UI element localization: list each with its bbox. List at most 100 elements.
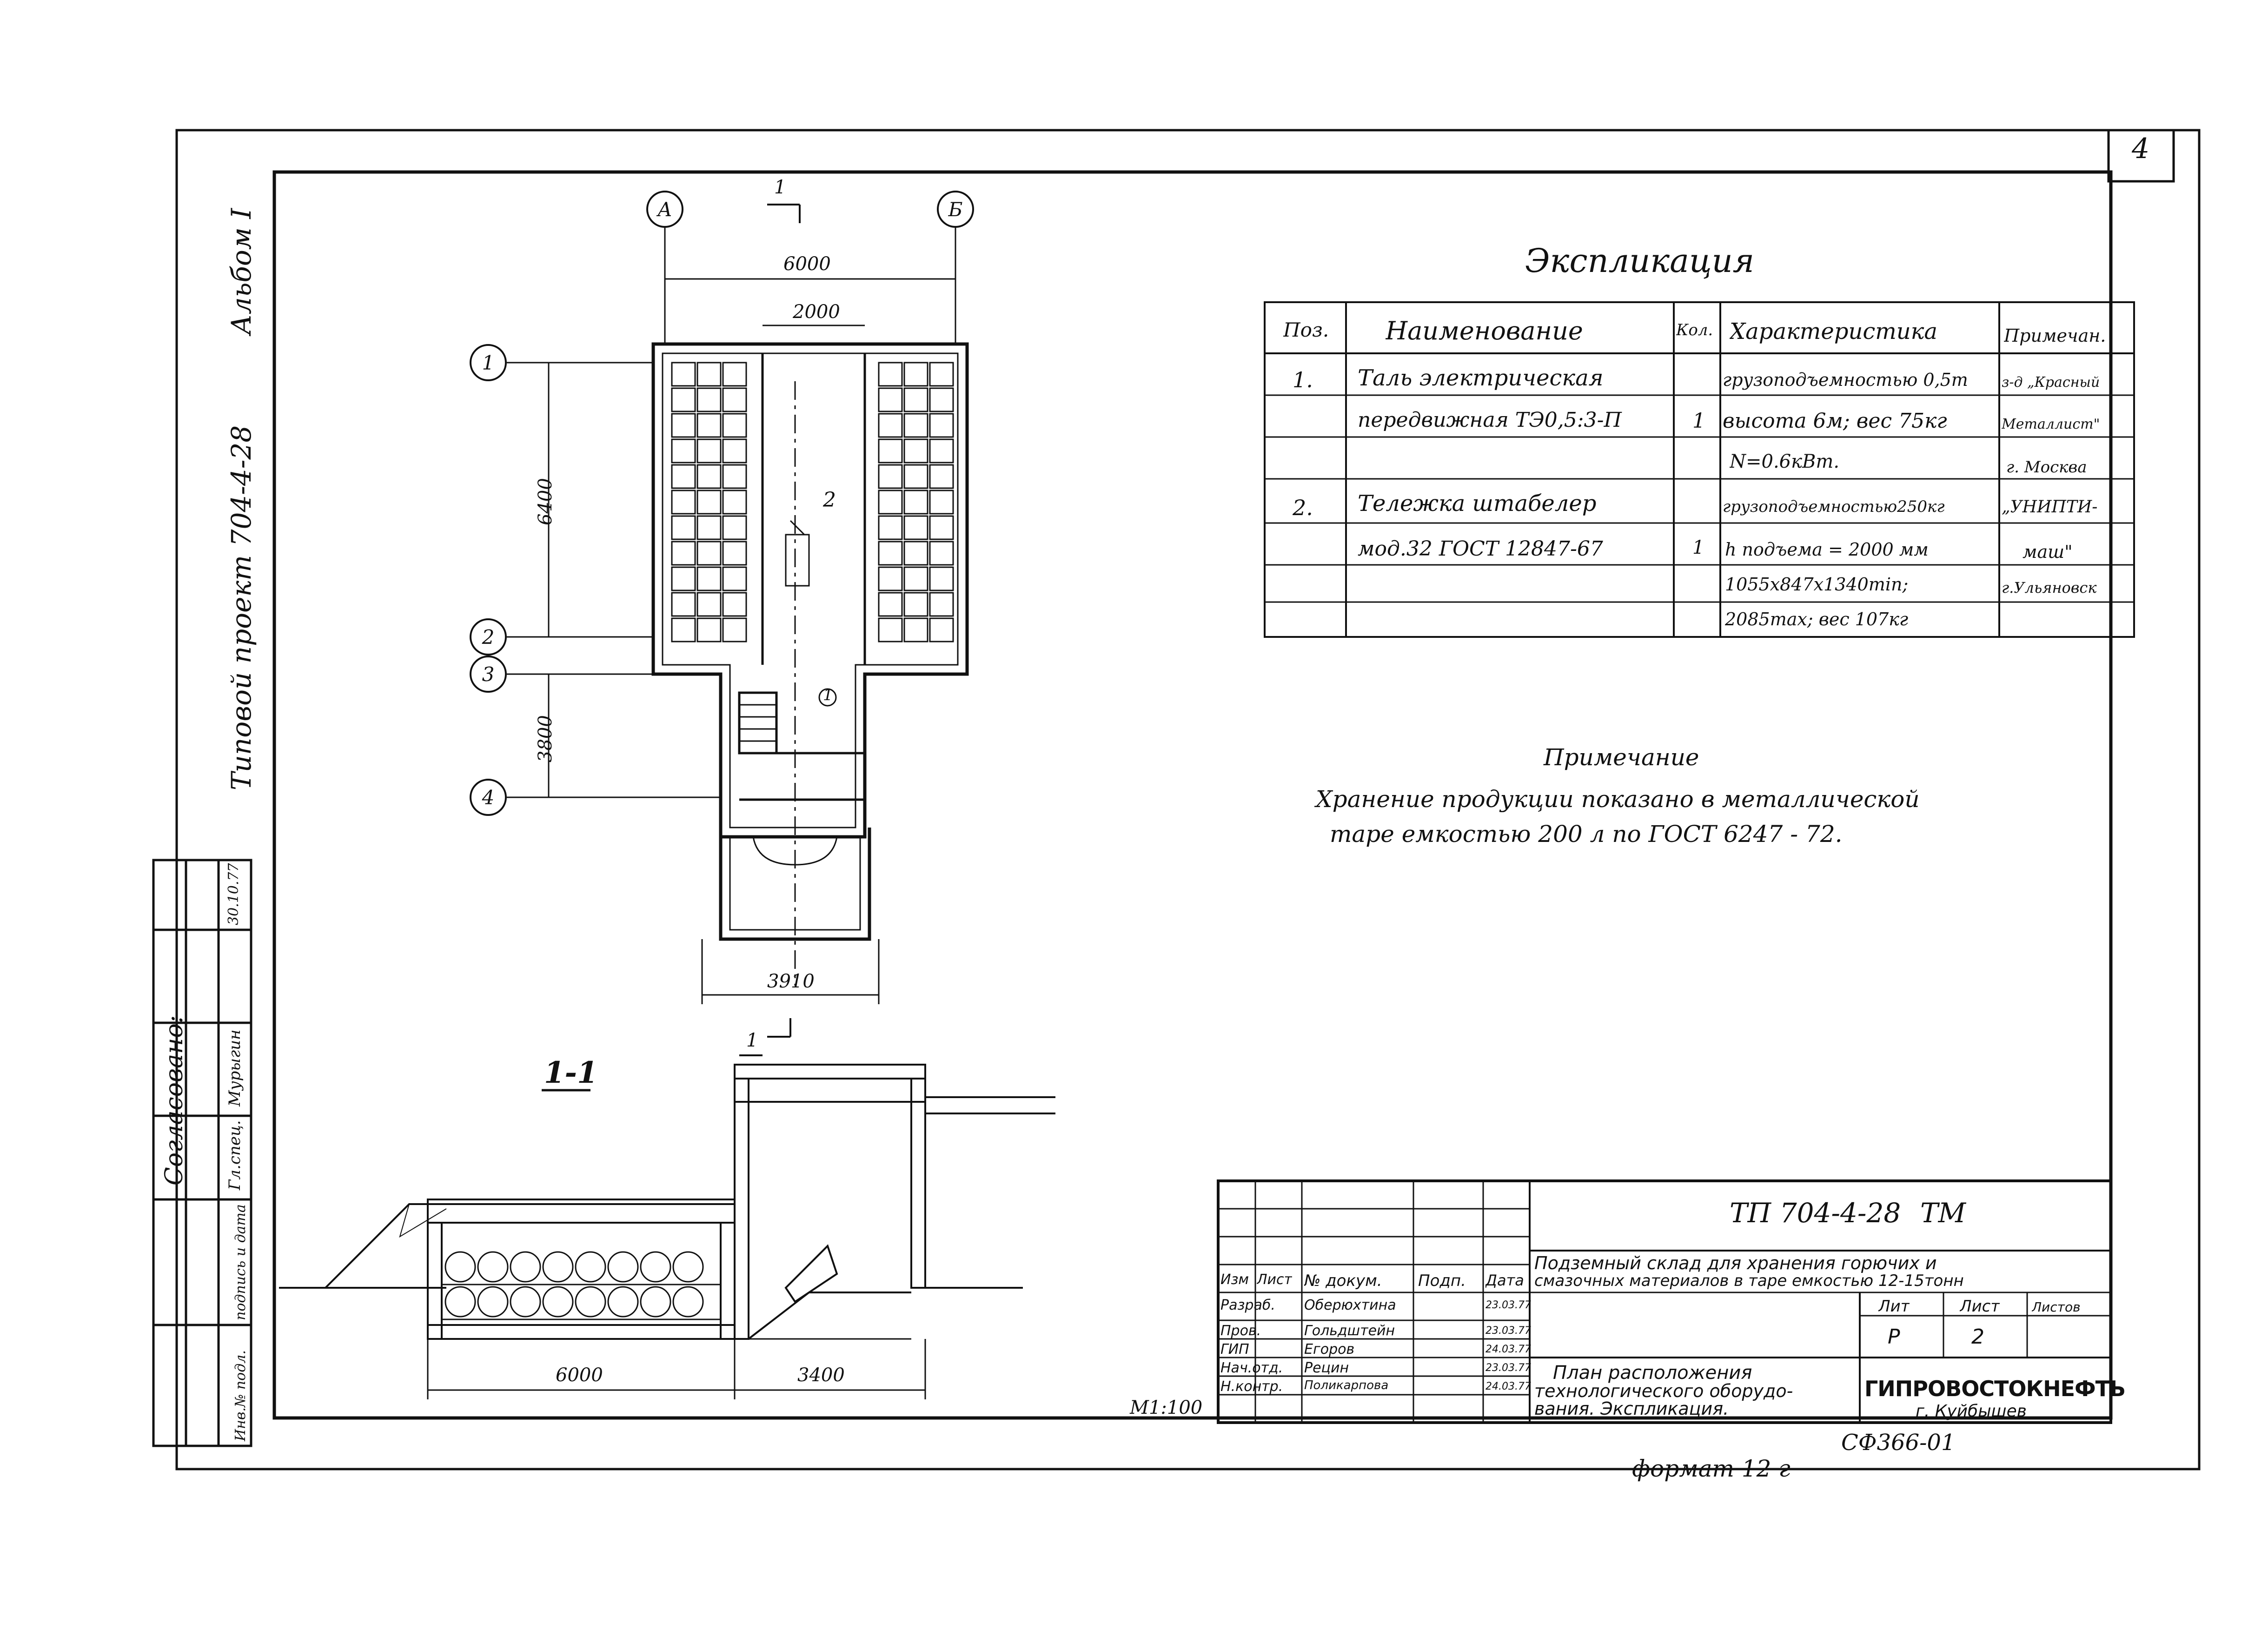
exp-cell: передвижная ТЭ0,5:3-П [1358,408,1622,432]
exp-cell: 2. [1293,495,1313,520]
tb-designation: ТП 704-4-28 [1730,1197,1901,1229]
tb-date-3: 24.03.77 [1485,1344,1531,1355]
tb-date-1: 23.03.77 [1485,1299,1531,1311]
item-tag-1: 1 [823,686,833,704]
project-label: Типовой проект 704-4-28 [225,425,257,790]
section-view [279,1054,1055,1399]
sheet-format: формат 12 г [1632,1455,1791,1482]
dim-width-total: 6000 [783,253,831,275]
exp-cell: грузоподъемностью 0,5т [1723,370,1968,390]
sheet-number: 4 [2132,132,2150,165]
approval-name: Мурыгин [225,1029,244,1106]
exp-header-note: Примечан. [2004,325,2106,346]
tb-head-date: Дата [1485,1272,1524,1289]
sheet-code: СФ366-01 [1841,1430,1956,1456]
tb-suffix: ТМ [1920,1197,1966,1229]
note-line-2: таре емкостью 200 л по ГОСТ 6247 - 72. [1330,821,1843,848]
inner-frame [272,170,2113,1420]
exp-cell: 2085max; вес 107кг [1725,609,1909,629]
axis-bubble-1: 1 [470,344,507,381]
item-tag-2: 2 [823,488,836,512]
exp-cell: грузоподъемностью250кг [1723,497,1945,516]
section-dim-left: 6000 [556,1364,603,1386]
exp-cell: маш" [2023,542,2073,562]
barrel-grid-plan [671,362,954,642]
tb-org-city: г. Куйбышев [1916,1402,2027,1421]
tb-head-izm: Изм [1220,1272,1249,1288]
tb-name-5: Поликарпова [1304,1378,1389,1392]
tb-date-5: 24.03.77 [1485,1381,1531,1392]
section-title: 1-1 [544,1055,598,1090]
barrels-section [442,1251,721,1320]
note-title: Примечание [1544,744,1699,771]
album-label: Альбом I [225,208,257,335]
outer-frame [175,129,2201,1470]
dim-aisle: 2000 [793,301,840,323]
exp-cell: 1 [1692,537,1704,558]
exp-header-char: Характеристика [1730,318,1937,344]
approval-title: Согласовано: [160,1015,188,1186]
axis-bubble-a: А [646,191,683,228]
exp-cell: г.Ульяновск [2002,579,2097,596]
approval-date: 30.10.77 [225,863,242,925]
exp-cell: Таль электрическая [1358,365,1604,391]
exp-cell: „УНИПТИ- [2002,497,2098,517]
dim-entry-width: 3910 [767,971,815,992]
axis-bubble-3: 3 [470,656,507,693]
axis-bubble-4: 4 [470,779,507,816]
title-block-grid [1217,1179,2112,1424]
exp-cell: 1055х847х1340min; [1725,574,1909,595]
approval-block [152,859,252,1447]
tb-head-list: Лист [1257,1272,1293,1288]
exp-header-pos: Поз. [1283,318,1329,341]
approval-role: Гл.спец. [225,1120,244,1190]
dim-stair-len: 3800 [535,715,556,762]
tb-object-1: Подземный склад для хранения горючих и [1534,1253,1937,1273]
tb-head-doc: № докум. [1304,1272,1382,1290]
exp-cell: N=0.6кВт. [1730,451,1840,472]
tb-name-2: Гольдштейн [1304,1323,1395,1339]
explication-grid [1264,301,2135,638]
axis-bubble-2: 2 [470,618,507,656]
exp-cell: 1 [1692,409,1705,433]
tb-lit-value: Р [1888,1325,1900,1349]
tb-date-4: 23.03.77 [1485,1362,1531,1374]
tb-sheet-title-2: технологического оборудо- [1534,1381,1793,1401]
tb-name-3: Егоров [1304,1341,1355,1358]
tb-org-name: ГИПРОВОСТОКНЕФТЬ [1864,1376,2126,1401]
exp-cell: высота 6м; вес 75кг [1723,409,1947,433]
tb-head-sign: Подп. [1418,1272,1466,1290]
tb-name-1: Оберюхтина [1304,1297,1396,1313]
exp-cell: Тележка штабелер [1358,490,1597,517]
exp-cell: з-д „Красный [2002,374,2100,391]
section-dim-right: 3400 [797,1364,845,1386]
tb-list-label: Лист [1960,1297,2000,1316]
approval-sig-label: подпись и дата [232,1204,249,1320]
tb-role-4: Нач.отд. [1220,1360,1283,1376]
tb-list-value: 2 [1971,1325,1984,1349]
sheet-number-box [2107,129,2175,183]
tb-name-4: Рецин [1304,1360,1349,1376]
tb-role-3: ГИП [1220,1341,1249,1358]
note-line-1: Хранение продукции показано в металличес… [1316,786,1920,813]
tb-sheet-title-3: вания. Экспликация. [1534,1398,1729,1419]
tb-role-2: Пров. [1220,1323,1261,1339]
exp-cell: г. Москва [2006,458,2087,477]
exp-header-name: Наименование [1386,316,1583,345]
exp-cell: 1. [1293,367,1313,392]
exp-header-qty: Кол. [1676,321,1713,339]
plan-view [507,204,969,1038]
tb-lit-label: Лит [1878,1297,1910,1316]
section-mark-top: 1 [774,177,786,198]
tb-object-2: смазочных материалов в таре емкостью 12-… [1534,1272,1964,1290]
exp-cell: мод.32 ГОСТ 12847-67 [1358,537,1603,561]
tb-role-5: Н.контр. [1220,1378,1283,1395]
tb-date-2: 23.03.77 [1485,1325,1531,1337]
exp-cell: Металлист" [2002,416,2100,432]
tb-sheet-title-1: План расположения [1553,1362,1752,1384]
explication-title: Экспликация [1525,242,1755,280]
section-mark-bottom: 1 [746,1030,758,1051]
scale-label: М1:100 [1130,1397,1203,1418]
tb-listov-label: Листов [2032,1299,2081,1315]
tb-role-1: Разраб. [1220,1297,1275,1313]
